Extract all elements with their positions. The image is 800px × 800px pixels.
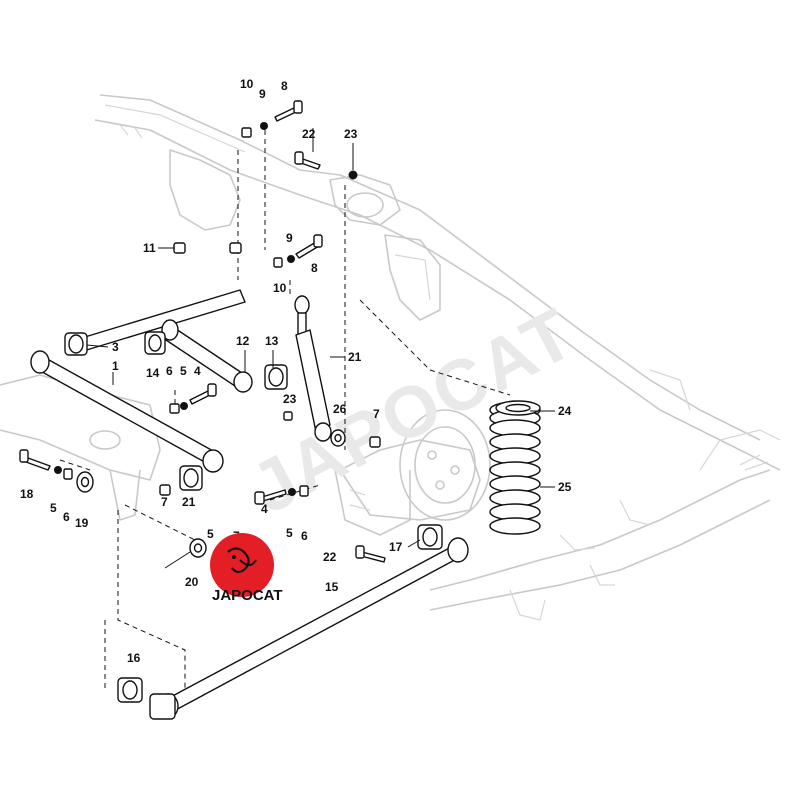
callout-3: 3 [112,340,119,354]
callout-7-left: 7 [161,495,168,509]
callout-17: 17 [389,540,403,554]
callout-12: 12 [236,334,250,348]
shock-absorber [294,295,332,442]
callout-23-mid: 23 [283,392,297,406]
callout-10-top: 10 [240,77,254,91]
callout-22-top: 22 [302,127,316,141]
callout-14: 14 [146,366,160,380]
lateral-rod [117,524,469,720]
callout-11: 11 [143,241,156,255]
callout-19: 19 [75,516,89,530]
vehicle-frame [0,94,781,621]
callout-13: 13 [265,334,279,348]
callout-5-washer: 5 [207,527,214,541]
upper-link [144,319,288,393]
callout-6-mid: 6 [166,364,173,378]
callout-6-lower: 6 [301,529,308,543]
callout-8-top: 8 [281,79,288,93]
callout-5-left: 5 [50,501,57,515]
callout-15: 15 [325,580,339,594]
callout-10-mid: 10 [273,281,287,295]
callout-8-mid: 8 [311,261,318,275]
callout-9-top: 9 [259,87,266,101]
callout-18: 18 [20,487,34,501]
callout-23-top: 23 [344,127,358,141]
callout-1: 1 [112,359,119,373]
callout-16: 16 [127,651,141,665]
coil-spring [489,401,541,535]
hardware [19,100,386,563]
callout-26: 26 [333,402,347,416]
callout-5-lower: 5 [286,526,293,540]
lower-trailing-arm [30,350,224,491]
callout-5-mid: 5 [180,364,187,378]
callout-4-lower: 4 [261,502,268,516]
callout-21-bushing: 21 [182,495,196,509]
callout-9-mid: 9 [286,231,293,245]
assembly-lines [59,130,511,700]
logo-circle [210,533,274,597]
logo-text: JAPOCAT [212,587,283,604]
callout-21-shock: 21 [348,350,362,364]
callout-20: 20 [185,575,199,589]
leader-lines [86,128,555,569]
upper-trailing-arm [64,289,246,356]
callout-7-right: 7 [373,407,380,421]
spring-seat [495,400,541,416]
callout-25: 25 [558,480,572,494]
japocat-logo: JAPOCAT [210,533,283,604]
callout-6-left: 6 [63,510,70,524]
callout-24: 24 [558,404,572,418]
callout-22-lower: 22 [323,550,337,564]
callout-4-mid: 4 [194,364,201,378]
